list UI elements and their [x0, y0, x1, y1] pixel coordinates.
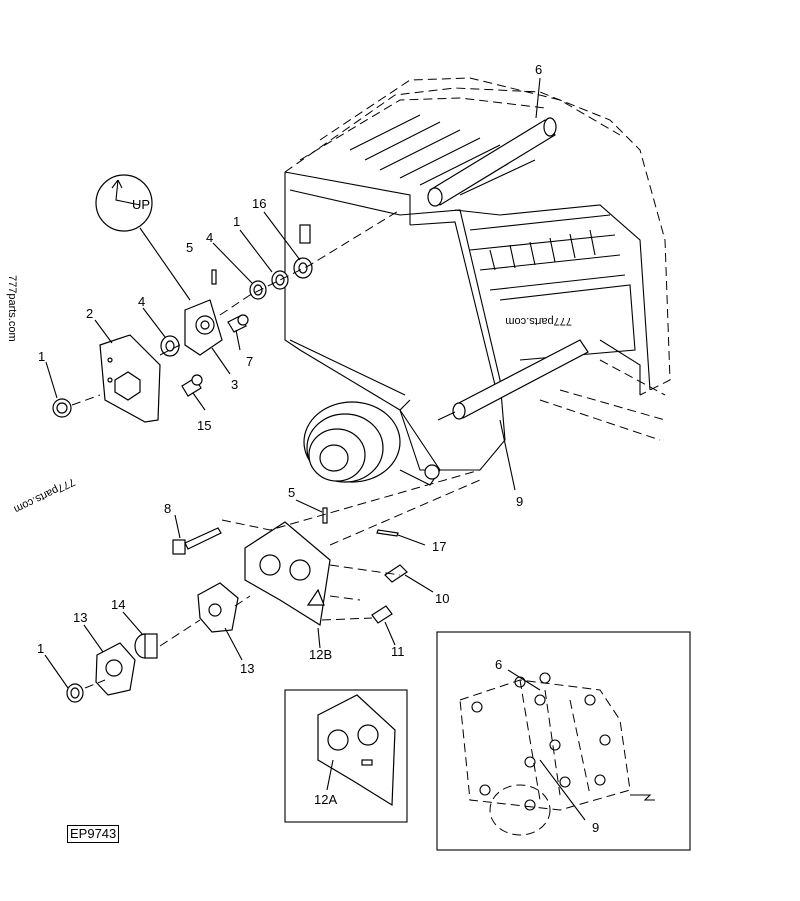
callout-12b: 12B [309, 647, 332, 662]
inset-12a [284, 689, 408, 823]
baler-body [284, 77, 671, 486]
callout-1: 1 [233, 214, 240, 229]
callout-labels: 6 16 1 4 5 4 2 1 7 3 15 9 5 8 17 10 14 1… [37, 62, 599, 835]
callout-13: 13 [240, 661, 254, 676]
callout-9: 9 [592, 820, 599, 835]
watermark-left-diagonal: 777parts.com [12, 475, 77, 515]
callout-11: 11 [391, 644, 405, 659]
callout-1: 1 [38, 349, 45, 364]
callout-1: 1 [37, 641, 44, 656]
callout-6: 6 [495, 657, 502, 672]
inset-overview [436, 631, 691, 851]
left-bearing-assembly [52, 209, 401, 423]
callout-5: 5 [288, 485, 295, 500]
callout-13: 13 [73, 610, 87, 625]
callout-16: 16 [252, 196, 266, 211]
figure-code: EP9743 [67, 825, 120, 843]
up-label: UP [132, 197, 150, 212]
callout-6: 6 [535, 62, 542, 77]
callout-9: 9 [516, 494, 523, 509]
callout-5: 5 [186, 240, 193, 255]
callout-12a: 12A [314, 792, 337, 807]
callout-2: 2 [86, 306, 93, 321]
callout-17: 17 [432, 539, 446, 554]
leader-lines [44, 77, 541, 791]
callout-4: 4 [206, 230, 213, 245]
callout-14: 14 [111, 597, 125, 612]
callout-7: 7 [246, 354, 253, 369]
watermark-left-vertical: 777parts.com [6, 275, 18, 342]
callout-3: 3 [231, 377, 238, 392]
callout-15: 15 [197, 418, 211, 433]
callout-8: 8 [164, 501, 171, 516]
lower-bearing-assembly [66, 469, 481, 703]
up-orientation-detail: UP [95, 174, 191, 301]
callout-4: 4 [138, 294, 145, 309]
callout-10: 10 [435, 591, 449, 606]
watermark-center: 777parts.com [505, 315, 572, 327]
